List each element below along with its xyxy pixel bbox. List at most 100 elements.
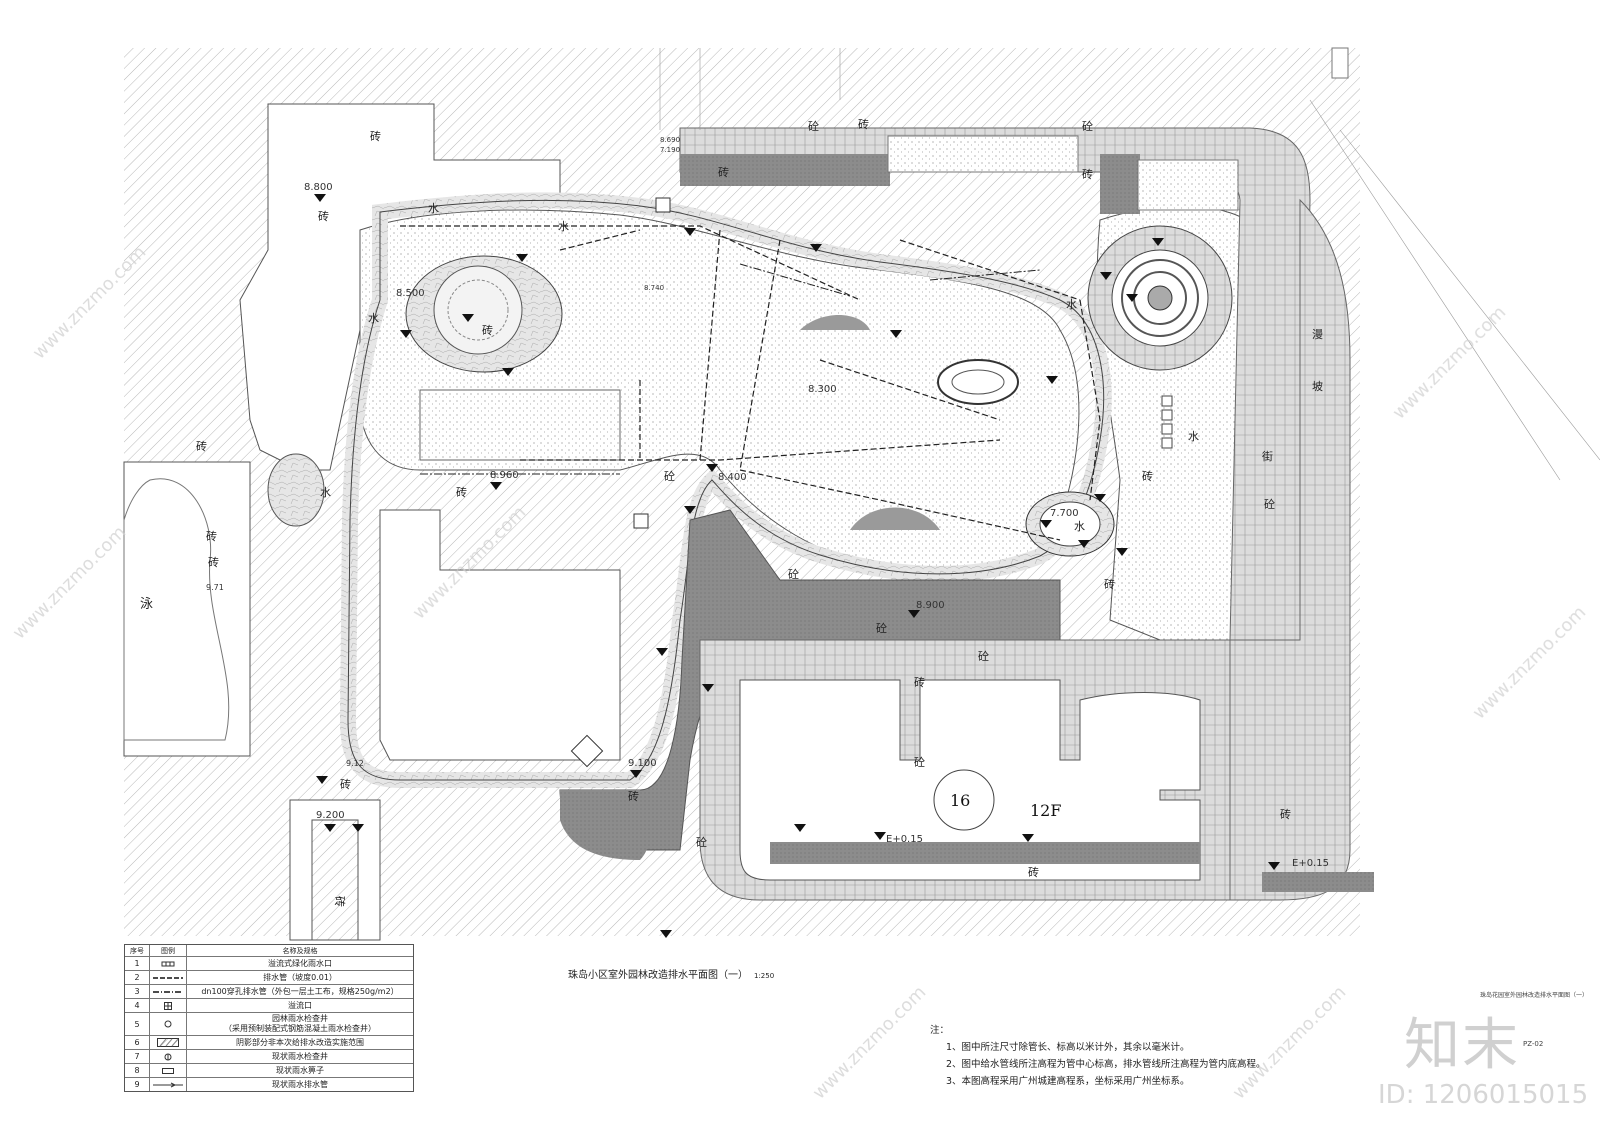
building-floors: 12F [1030,801,1061,820]
label-concrete-5: 砼 [876,622,887,635]
legend-name: 现状雨水检查井 [272,1051,328,1061]
legend-name: 溢流口 [288,1000,312,1010]
svg-text:www.znzmo.com: www.znzmo.com [9,522,131,644]
legend-symbol-overflow-icon [150,999,187,1012]
top-right-dark-strip [1100,154,1140,214]
legend-row: 5 园林雨水检查井 （采用预制装配式钢筋混凝土雨水检查井） [125,1012,413,1035]
top-dots-strip-2 [1137,159,1239,211]
legend-row: 7 现状雨水检查井 [125,1049,413,1063]
notes-label: 注： [930,1025,950,1036]
left-plaza-ring [447,279,509,341]
elev-label-3: 9.100 [628,758,657,769]
label-brick-6: 砖 [208,555,219,569]
top-right-corner-box [1331,47,1349,79]
elev-label-15: 7.190 [660,146,680,154]
label-concrete-4: 砼 [788,568,799,581]
label-concrete-8: 砼 [1264,498,1275,511]
elev-label-1: 8.800 [304,182,333,193]
label-concrete-6: 砼 [978,650,989,663]
label-brick-1: 砖 [370,129,381,143]
elev-label-8: 8.300 [808,384,837,395]
label-concrete-3: 砼 [664,470,675,483]
label-water-4: 水 [320,486,331,499]
label-brick-9: 砖 [858,117,869,131]
legend-no: 3 [125,985,150,998]
label-brick-17: 砖 [333,896,347,907]
watermark-id: ID: 1206015015 [1378,1080,1589,1110]
sheet-code: PZ-02 [1523,1040,1544,1048]
legend-no: 1 [125,957,150,970]
elev-label-12: E+0.15 [886,834,923,845]
svg-text:www.znzmo.com: www.znzmo.com [1389,302,1511,424]
fountain-core [1147,285,1173,311]
shade-semicircle-1 [850,507,940,530]
label-brick-18: 砖 [914,675,925,689]
label-brick-11: 砖 [1142,469,1153,483]
pool-outline [123,478,230,741]
elev-label-5: 8.500 [396,288,425,299]
legend-symbol-manhole-icon [150,1013,187,1035]
label-water-1: 水 [428,202,439,215]
east-road-band [1262,872,1374,892]
label-brick-7: 砖 [456,485,467,499]
right-border-paving [1229,198,1351,901]
label-pool: 泳 [140,597,153,612]
left-plaza-inner [433,265,523,355]
legend-head-name: 名称及规格 [282,946,318,955]
legend-name: 园林雨水检查井 （采用预制装配式钢筋混凝土雨水检查井） [187,1013,413,1035]
legend-name: dn100穿孔排水管（外包一层土工布，规格250g/m2） [201,986,399,996]
label-water-7: 水 [1188,430,1199,443]
label-brick-14: 砖 [628,789,639,803]
label-shop: 街 [1262,449,1273,463]
label-brick-2: 砖 [318,209,329,223]
note-item: 2、图中给水管线所注高程为管中心标高，排水管线所注高程为管内底高程。 [946,1059,1266,1070]
legend-name-sub: （采用预制装配式钢筋混凝土雨水检查井） [224,1024,376,1033]
notes-block: 注： 1、图中所注尺寸除管长、标高以米计外，其余以毫米计。 2、图中给水管线所注… [930,1022,1266,1090]
top-dots-strip [887,135,1079,173]
top-left-dark-strip [680,154,890,186]
legend-row: 4 溢流口 [125,998,413,1012]
legend-no: 5 [125,1013,150,1035]
legend-row: 8 现状雨水箅子 [125,1063,413,1077]
drain-lines [400,225,1101,541]
legend-symbol-existing-manhole-icon [150,1050,187,1063]
diamond-marker [570,734,604,768]
watermark-logo: 知末 [1404,1013,1520,1078]
plan-scale: 1:250 [754,972,775,980]
legend-row: 3 dn100穿孔排水管（外包一层土工布，规格250g/m2） [125,984,413,998]
elev-label-10: 8.740 [644,284,664,292]
legend-no: 8 [125,1064,150,1077]
elev-label-4: 9.12 [346,759,364,768]
legend-head: 序号 图例 名称及规格 [125,945,413,956]
legend-no: 6 [125,1036,150,1049]
inlet-markers [314,194,1280,938]
label-slope-2: 坡 [1312,380,1323,393]
elev-label-2: 9.200 [316,810,345,821]
square-marker-2 [633,513,649,529]
legend-row: 9 现状雨水排水管 [125,1077,413,1091]
label-brick-16: 砖 [1028,865,1039,879]
survey-lines [659,48,1600,481]
legend-name-main: 园林雨水检查井 [272,1014,328,1023]
elev-label-6: 8.960 [490,470,519,481]
left-stairs-core [311,819,359,941]
building-number: 16 [950,791,970,810]
legend-symbol-perforated-pipe-icon [150,985,187,998]
label-water-5: 水 [1066,298,1077,311]
legend-symbol-shade-icon [150,1036,187,1049]
legend-table: 序号 图例 名称及规格 1 溢流式绿化雨水口 2 排水管（坡度0.01） 3 d… [124,944,414,1092]
label-slope-1: 漫 [1312,327,1323,341]
legend-row: 6 阴影部分非本次给排水改造实施范围 [125,1035,413,1049]
svg-text:www.znzmo.com: www.znzmo.com [1469,602,1591,724]
label-brick-10: 砖 [1082,167,1093,181]
label-brick-12: 砖 [1104,577,1115,591]
label-brick-5: 砖 [206,529,217,543]
legend-name: 现状雨水排水管 [272,1079,328,1089]
label-concrete-7: 砼 [914,756,925,769]
label-concrete-9: 砼 [696,836,707,849]
sheet-small-title: 珠岛花园室外园林改造排水平面图（一） [1480,992,1589,999]
perforated-drain-lines [420,263,1041,475]
walkway-loop-edge [347,199,1105,781]
elev-label-13: E+0.15 [1292,858,1329,869]
left-circle-feature [267,453,325,527]
